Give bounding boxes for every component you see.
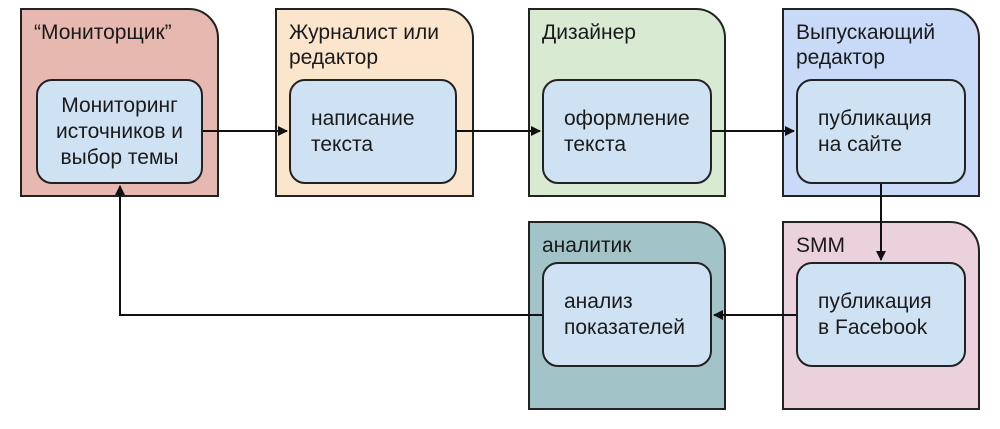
step-publish-fb-text: публикация в Facebook	[818, 289, 932, 339]
lane-label-smm: SMM	[796, 234, 845, 257]
step-design: оформление текста	[542, 79, 712, 184]
step-publish-fb: публикация в Facebook	[796, 262, 966, 367]
lane-label-designer: Дизайнер	[542, 21, 636, 44]
step-publish-site-text: публикация на сайте	[818, 106, 932, 156]
lane-label-editor: Выпускающий редактор	[796, 21, 936, 69]
step-publish-site: публикация на сайте	[796, 79, 966, 184]
arrow-analysis-to-monitoring	[115, 185, 542, 316]
lane-label-analyst: аналитик	[542, 234, 632, 257]
lane-label-journalist: Журналист или редактор	[289, 21, 440, 69]
lane-label-monitor: “Мониторщик”	[34, 21, 172, 44]
step-writing: написание текста	[289, 79, 457, 184]
step-analysis-text: анализ показателей	[564, 289, 686, 339]
step-writing-text: написание текста	[311, 106, 415, 156]
step-design-text: оформление текста	[564, 106, 690, 156]
step-monitoring: Мониторинг источников и выбор темы	[36, 79, 203, 184]
step-analysis: анализ показателей	[542, 262, 712, 367]
step-monitoring-text: Мониторинг источников и выбор темы	[56, 93, 183, 169]
